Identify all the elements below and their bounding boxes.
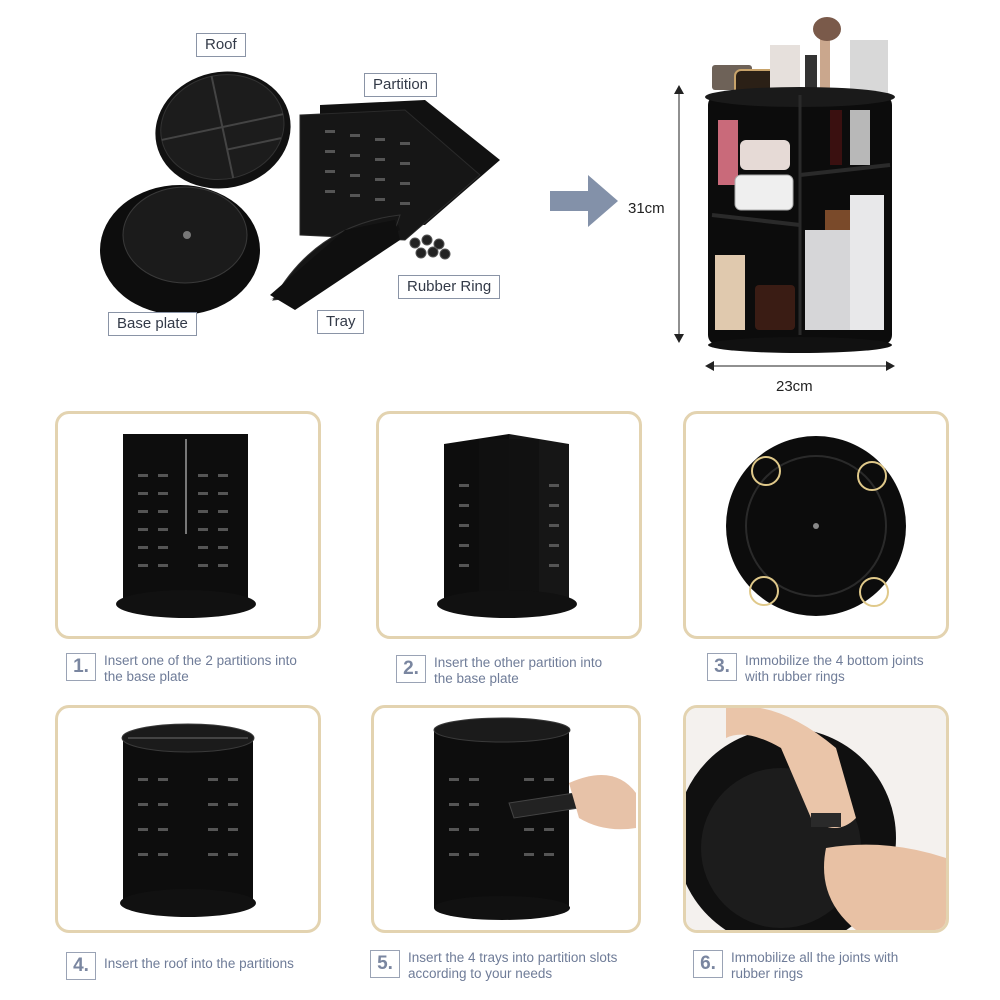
step-number: 6.	[693, 950, 723, 978]
step-text: Insert the 4 trays into partition slots	[408, 950, 618, 965]
partition-part	[299, 100, 500, 241]
step-text: rubber rings	[731, 966, 804, 981]
base-plate-part	[100, 185, 260, 315]
step-1-panel	[55, 411, 321, 639]
step-5-caption: 5. Insert the 4 trays into partition slo…	[370, 950, 617, 982]
tray-part	[270, 214, 401, 310]
parts-diagram	[95, 30, 515, 340]
step-number: 1.	[66, 653, 96, 681]
step-5-panel	[371, 705, 641, 933]
width-dimension-arrow	[705, 360, 895, 372]
partition-label: Partition	[364, 73, 438, 97]
rubber-rings	[409, 234, 451, 260]
step-6-panel	[683, 705, 949, 933]
step-text: Insert one of the 2 partitions into	[104, 653, 297, 668]
arrow-right-icon	[550, 175, 620, 227]
step-number: 5.	[370, 950, 400, 978]
roof-part	[155, 71, 291, 189]
base-plate-label: Base plate	[108, 312, 197, 336]
step-number: 3.	[707, 653, 737, 681]
rubber-ring-label: Rubber Ring	[398, 275, 501, 299]
step-text: with rubber rings	[745, 669, 845, 684]
step-text: the base plate	[104, 669, 189, 684]
step-text: Immobilize all the joints with	[731, 950, 899, 965]
step-text: Insert the other partition into	[434, 655, 603, 670]
height-dimension-arrow	[672, 85, 686, 343]
step-text: Immobilize the 4 bottom joints	[745, 653, 924, 668]
step-number: 4.	[66, 952, 96, 980]
width-label: 23cm	[776, 378, 813, 395]
height-label: 31cm	[628, 200, 665, 217]
step-4-caption: 4. Insert the roof into the partitions	[66, 952, 294, 980]
step-4-panel	[55, 705, 321, 933]
step-2-panel	[376, 411, 642, 639]
tray-label: Tray	[317, 310, 365, 334]
step-3-panel	[683, 411, 949, 639]
assembled-organizer-image	[700, 15, 900, 355]
step-text: the base plate	[434, 671, 519, 686]
step-text: Insert the roof into the partitions	[104, 956, 294, 971]
step-number: 2.	[396, 655, 426, 683]
roof-label: Roof	[196, 33, 246, 57]
step-text: according to your needs	[408, 966, 553, 981]
